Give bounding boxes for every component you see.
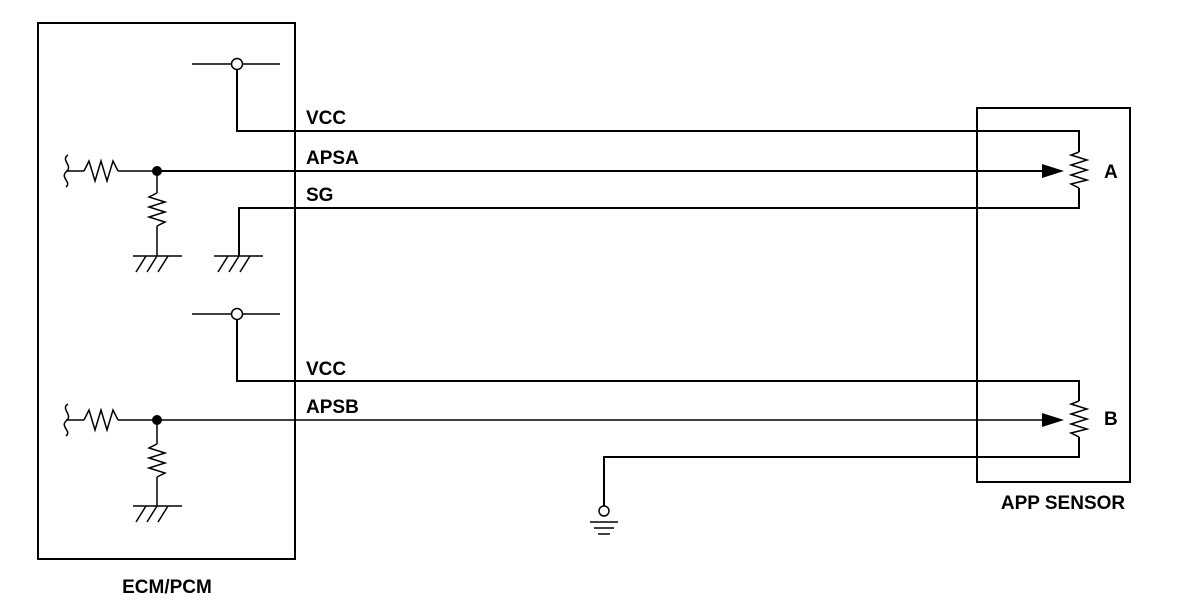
potentiometer-b: [1068, 400, 1090, 438]
signal-input-b: [63, 403, 162, 437]
pot-b-label: B: [1104, 409, 1118, 430]
apsb-label: APSB: [306, 397, 359, 418]
vcc-a-label: VCC: [306, 108, 346, 129]
vcc-supply-a: [192, 57, 280, 71]
sg-label: SG: [306, 185, 333, 206]
pot-b-wiper-arrow: [1042, 413, 1064, 427]
pulldown-resistor-a: [146, 171, 168, 256]
vcc-b-wire: [236, 320, 1080, 401]
vcc-supply-b: [192, 307, 280, 321]
sensor-b-ground-wire: [603, 437, 1080, 507]
app-sensor-box: [976, 107, 1131, 483]
signal-ground-icon: [590, 505, 618, 535]
apsa-label: APSA: [306, 148, 359, 169]
signal-input-a: [63, 154, 162, 188]
potentiometer-a: [1068, 151, 1090, 189]
chassis-ground-icon: [214, 255, 263, 273]
app-sensor-label: APP SENSOR: [1001, 493, 1126, 514]
sg-wire: [238, 188, 1080, 256]
chassis-ground-icon: [133, 255, 182, 273]
pot-a-label: A: [1104, 162, 1118, 183]
pot-a-wiper-arrow: [1042, 164, 1064, 178]
vcc-a-wire: [236, 70, 1080, 152]
chassis-ground-icon: [133, 505, 182, 523]
ecm-pcm-box: [37, 22, 296, 560]
pulldown-resistor-b: [146, 420, 168, 506]
vcc-b-label: VCC: [306, 359, 346, 380]
ecm-pcm-label: ECM/PCM: [122, 577, 212, 598]
